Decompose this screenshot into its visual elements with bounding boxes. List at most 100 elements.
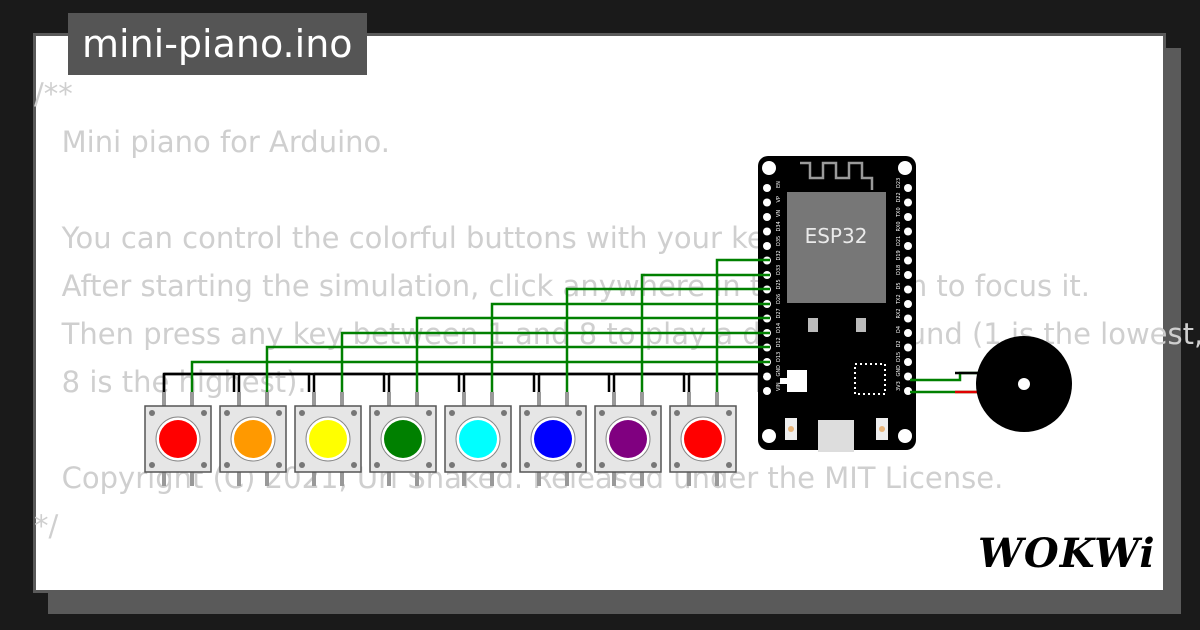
esp32-pin [763, 198, 771, 207]
pushbutton-red[interactable] [669, 392, 737, 486]
button-corner-screw [201, 462, 207, 468]
ground-to-board-wire [689, 372, 764, 376]
ground-link-wire [164, 372, 236, 392]
esp32-pin-label: D22 [896, 192, 902, 202]
button-leg [687, 472, 691, 486]
button-cap[interactable] [384, 420, 422, 458]
esp32-pin-label: D12 [776, 337, 782, 347]
button-cap[interactable] [309, 420, 347, 458]
button-leg [565, 472, 569, 486]
esp32-pin-label: EN [776, 181, 782, 188]
button-leg [537, 472, 541, 486]
button-leg [190, 392, 194, 406]
esp32-pin-label: D27 [776, 308, 782, 318]
button-leg [162, 392, 166, 406]
esp32-pin-label: D26 [776, 294, 782, 304]
piezo-buzzer[interactable] [910, 336, 1072, 432]
button-cap[interactable] [159, 420, 197, 458]
pushbutton-purple[interactable] [594, 392, 662, 486]
button-leg [162, 472, 166, 486]
esp32-pin-label: VIN [776, 382, 782, 391]
signal-wire [415, 316, 770, 392]
esp32-pin-label: D14 [776, 323, 782, 333]
code-line: /** [34, 77, 73, 111]
button-cap[interactable] [684, 420, 722, 458]
code-line: 8 is the highest). [61, 365, 307, 399]
button-corner-screw [599, 462, 605, 468]
button-leg [415, 472, 419, 486]
esp32-board[interactable]: ESP32 ENVPVND34D35D32D33D25D26D27D14D12D… [758, 156, 916, 452]
button-corner-screw [149, 462, 155, 468]
esp32-pin [904, 300, 912, 308]
button-leg [190, 472, 194, 486]
button-cap[interactable] [234, 420, 272, 458]
button-corner-screw [201, 410, 207, 416]
reset-button-cap [879, 426, 885, 432]
pushbutton-row[interactable] [144, 392, 737, 486]
button-leg [387, 472, 391, 486]
pushbutton-green[interactable] [369, 392, 437, 486]
button-corner-screw [674, 410, 680, 416]
code-line: Mini piano for Arduino. [61, 125, 390, 159]
pushbutton-orange[interactable] [219, 392, 287, 486]
wires [162, 258, 770, 392]
preview-card [33, 33, 1166, 593]
button-corner-screw [449, 410, 455, 416]
pushbutton-yellow[interactable] [294, 392, 362, 486]
button-corner-screw [224, 410, 230, 416]
button-corner-screw [576, 462, 582, 468]
esp32-pin [904, 256, 912, 265]
button-corner-screw [276, 462, 282, 468]
esp32-pin [904, 271, 912, 279]
button-cap[interactable] [534, 420, 572, 458]
esp32-pin-label: D18 [896, 265, 902, 275]
signal-wire [715, 258, 770, 392]
esp32-pin-label: RX2 [896, 308, 902, 318]
mount-hole [762, 429, 776, 443]
esp32-pin-label: D19 [896, 250, 902, 260]
esp32-pin [904, 213, 912, 221]
button-cap[interactable] [609, 420, 647, 458]
esp32-pin [763, 184, 771, 192]
esp32-module [787, 192, 886, 303]
ground-link-wire [539, 372, 611, 392]
button-leg [237, 472, 241, 486]
esp32-pin-label: D15 [896, 352, 902, 362]
button-corner-screw [726, 462, 732, 468]
esp32-pin [763, 372, 771, 381]
button-leg [612, 392, 616, 406]
button-corner-screw [501, 410, 507, 416]
esp32-pin-label: D35 [776, 236, 782, 246]
esp32-left-pin-header: ENVPVND34D35D32D33D25D26D27D14D12D13GNDV… [763, 181, 782, 395]
code-line: */ [34, 509, 59, 543]
smd-component [808, 318, 818, 332]
pushbutton-red[interactable] [144, 392, 212, 486]
button-leg [312, 392, 316, 406]
button-corner-screw [599, 410, 605, 416]
ground-link-wire [239, 372, 311, 392]
button-leg [640, 392, 644, 406]
esp32-pin-label: RX0 [896, 221, 902, 231]
ground-link-wire [389, 372, 461, 392]
signal-wire [565, 287, 770, 392]
esp32-pin-label: D25 [776, 279, 782, 289]
button-corner-screw [651, 410, 657, 416]
pushbutton-blue[interactable] [519, 392, 587, 486]
button-leg [715, 392, 719, 406]
esp32-pin [904, 372, 912, 381]
regulator-lead [780, 378, 787, 384]
signal-wire [340, 331, 770, 392]
usb-uart-chip [854, 363, 886, 395]
pushbutton-cyan[interactable] [444, 392, 512, 486]
button-cap[interactable] [459, 420, 497, 458]
button-leg [265, 472, 269, 486]
file-tab-title[interactable]: mini-piano.ino [68, 13, 367, 75]
esp32-pin [904, 329, 912, 337]
signal-wire [190, 360, 770, 392]
esp32-pin-label: GND [896, 365, 902, 377]
voltage-regulator [787, 370, 807, 392]
ground-link-wire [314, 372, 386, 392]
esp32-pin-label: D4 [896, 326, 902, 333]
esp32-pin-label: D23 [896, 178, 902, 188]
